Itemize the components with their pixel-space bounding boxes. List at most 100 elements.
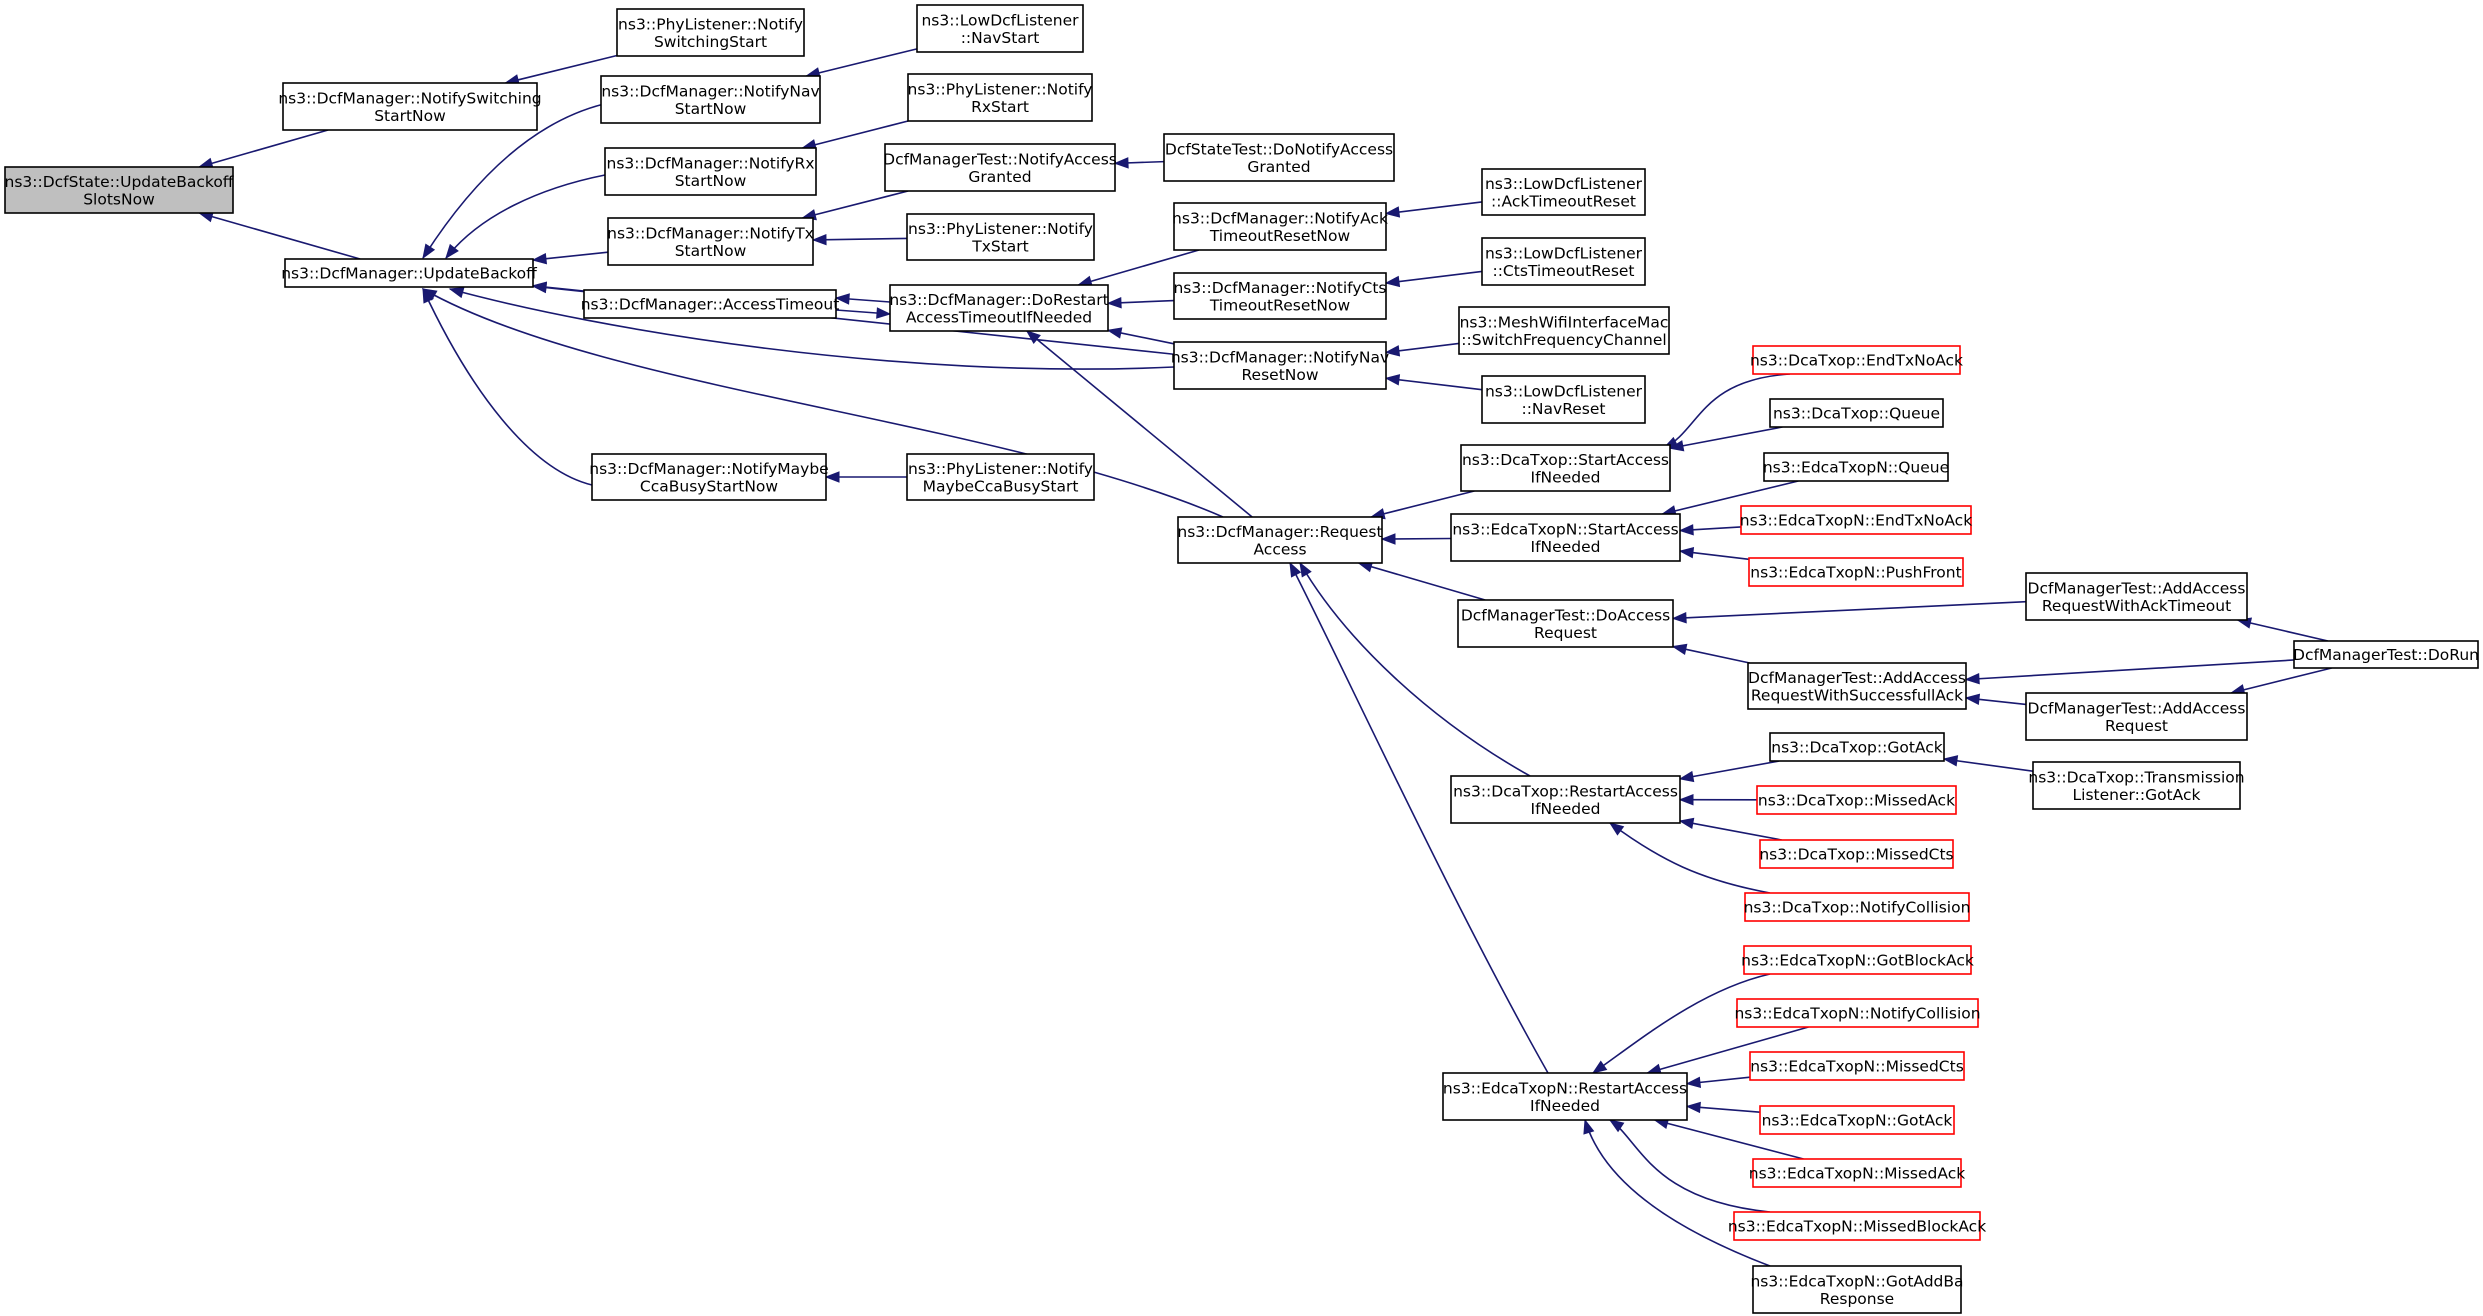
edge-line (422, 288, 1224, 518)
graph-node[interactable]: DcfManagerTest::DoRun (2293, 640, 2479, 669)
graph-node[interactable]: ns3::DcaTxop::MissedCts (1759, 839, 1954, 869)
arrow-head-icon (1299, 561, 1312, 578)
node-label-line: ns3::EdcaTxopN::PushFront (1750, 564, 1961, 582)
call-edge (1384, 374, 1483, 391)
graph-node[interactable]: ns3::EdcaTxopN::MissedBlockAck (1728, 1211, 1986, 1241)
graph-node[interactable]: ns3::DcaTxop::MissedAck (1756, 785, 1957, 815)
call-edge (1678, 760, 1780, 783)
arrow-head-icon (422, 243, 436, 260)
graph-node[interactable]: DcfManagerTest::AddAccessRequestWithSucc… (1747, 662, 1967, 710)
edge-line (198, 129, 329, 168)
graph-node[interactable]: ns3::LowDcfListener::CtsTimeoutReset (1481, 237, 1646, 286)
edge-line (1965, 659, 2295, 681)
call-edge (1678, 524, 1742, 536)
node-label-line: IfNeeded (1531, 538, 1601, 556)
arrow-head-icon (1384, 275, 1401, 288)
node-box (2025, 572, 2248, 621)
edge-line (1371, 490, 1475, 518)
edge-line (1584, 1119, 1771, 1267)
graph-node[interactable]: ns3::EdcaTxopN::Queue (1763, 452, 1949, 482)
node-label-line: IfNeeded (1531, 468, 1601, 486)
graph-node[interactable]: ns3::LowDcfListener::NavReset (1481, 375, 1646, 424)
node-box (916, 4, 1084, 53)
graph-node[interactable]: ns3::LowDcfListener::AckTimeoutReset (1481, 168, 1646, 216)
node-label-line: ns3::DcaTxop::StartAccess (1462, 451, 1669, 469)
node-label-line: DcfManagerTest::AddAccess (1748, 669, 1966, 687)
graph-node[interactable]: ns3::EdcaTxopN::NotifyCollision (1734, 998, 1981, 1028)
node-box (600, 75, 821, 124)
graph-node[interactable]: ns3::DcaTxop::NotifyCollision (1744, 892, 1971, 922)
node-label-line: ns3::PhyListener::Notify (618, 15, 803, 33)
call-edge (824, 471, 907, 483)
node-label-line: ns3::EdcaTxopN::EndTxNoAck (1740, 512, 1972, 530)
graph-node[interactable]: ns3::MeshWifiInterfaceMac::SwitchFrequen… (1458, 306, 1670, 355)
node-label-line: ns3::DcaTxop::Queue (1773, 405, 1940, 423)
call-edge (1608, 1119, 1771, 1213)
graph-node[interactable]: ns3::EdcaTxopN::PushFront (1748, 557, 1964, 587)
call-edge (801, 190, 909, 221)
node-box (1763, 452, 1949, 482)
graph-node[interactable]: ns3::DcfManager::NotifyMaybeCcaBusyStart… (589, 453, 829, 501)
call-edge (1289, 561, 1549, 1074)
graph-node[interactable]: ns3::EdcaTxopN::GotAck (1759, 1105, 1955, 1135)
graph-node[interactable]: DcfManagerTest::AddAccessRequestWithAckT… (2025, 572, 2248, 621)
call-edge (1645, 1026, 1809, 1075)
arrow-head-icon (1671, 643, 1688, 655)
node-box (1744, 892, 1970, 922)
arrow-head-icon (1113, 157, 1129, 169)
graph-node[interactable]: ns3::LowDcfListener::NavStart (916, 4, 1084, 53)
graph-node[interactable]: ns3::DcaTxop::TransmissionListener::GotA… (2028, 761, 2245, 810)
node-label-line: ns3::EdcaTxopN::MissedCts (1750, 1058, 1964, 1076)
graph-node[interactable]: ns3::DcaTxop::GotAck (1769, 732, 1945, 762)
node-label-line: TimeoutResetNow (1209, 227, 1351, 245)
graph-node[interactable]: ns3::DcfManager::DoRestartAccessTimeoutI… (889, 284, 1109, 332)
call-edge (422, 287, 593, 486)
node-box (4, 166, 234, 214)
node-label-line: MaybeCcaBusyStart (923, 477, 1079, 495)
arrow-head-icon (1671, 612, 1687, 624)
node-label-line: ::AckTimeoutReset (1491, 192, 1636, 210)
graph-node[interactable]: ns3::DcaTxop::Queue (1769, 398, 1944, 428)
node-label-line: ::NavReset (1521, 400, 1605, 418)
graph-node[interactable]: ns3::EdcaTxopN::MissedCts (1749, 1051, 1965, 1081)
node-label-line: StartNow (675, 242, 747, 260)
graph-node[interactable]: ns3::DcfManager::AccessTimeout (581, 289, 840, 319)
node-label-line: ns3::DcfManager::NotifyNav (1171, 348, 1389, 366)
arrow-head-icon (1384, 374, 1401, 386)
edge-line (505, 54, 618, 84)
node-label-line: ns3::DcfManager::AccessTimeout (581, 296, 840, 314)
graph-node[interactable]: ns3::PhyListener::NotifyMaybeCcaBusyStar… (906, 453, 1095, 501)
graph-node[interactable]: ns3::EdcaTxopN::MissedAck (1749, 1158, 1965, 1188)
call-edge (2229, 667, 2332, 696)
graph-node[interactable]: ns3::EdcaTxopN::EndTxNoAck (1740, 505, 1972, 535)
graph-node[interactable]: ns3::DcaTxop::EndTxNoAck (1750, 345, 1963, 375)
node-label-line: ::CtsTimeoutReset (1492, 262, 1634, 280)
node-label-line: StartNow (675, 172, 747, 190)
graph-node[interactable]: ns3::DcfManager::NotifyCtsTimeoutResetNo… (1173, 272, 1387, 320)
call-edge (1942, 755, 2034, 773)
graph-node[interactable]: ns3::DcfManager::UpdateBackoff (281, 258, 537, 288)
arrow-head-icon (1678, 770, 1695, 783)
graph-node[interactable]: ns3::EdcaTxopN::GotBlockAck (1741, 945, 1974, 975)
arrow-head-icon (824, 471, 840, 483)
graph-node[interactable]: ns3::DcfManager::NotifyAckTimeoutResetNo… (1172, 202, 1388, 251)
